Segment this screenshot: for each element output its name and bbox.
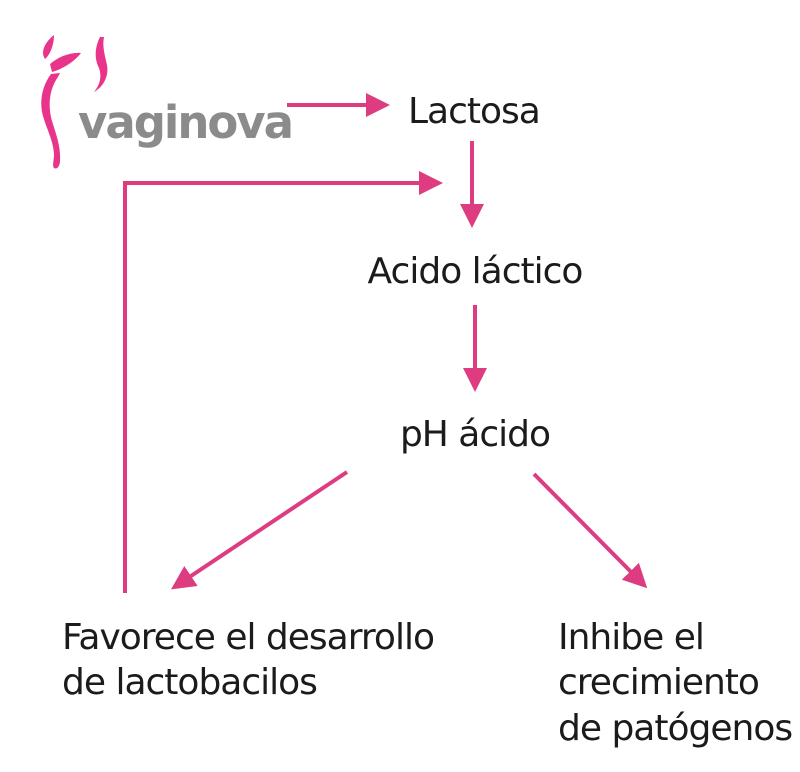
- node-favorece-line2: de lactobacilos: [62, 662, 318, 704]
- node-ph-acido: pH ácido: [399, 414, 551, 455]
- figure-head-stroke: [43, 35, 54, 59]
- node-inhibe-line2: crecimiento: [558, 662, 760, 704]
- arrow-ph-to-favorece: [171, 470, 349, 590]
- brand-wordmark: vaginova: [78, 96, 294, 149]
- figure-arm-stroke: [50, 52, 81, 72]
- node-acido-lactico: Acido láctico: [367, 251, 584, 292]
- node-favorece-line1: Favorece el desarrollo: [62, 617, 435, 658]
- node-favorece-lactobacilos: Favorece el desarrollo de lactobacilos: [62, 615, 435, 706]
- node-inhibe-line3: de patógenos: [558, 707, 793, 749]
- node-inhibe-patogenos: Inhibe el crecimiento de patógenos: [558, 615, 793, 751]
- female-figure-icon: [41, 35, 108, 169]
- node-inhibe-line1: Inhibe el: [558, 617, 705, 658]
- node-lactosa: Lactosa: [408, 91, 541, 132]
- arrow-ph-to-inhibe: [532, 472, 648, 589]
- figure-body-stroke: [41, 73, 61, 169]
- figure-side-stroke: [94, 37, 108, 92]
- feedback-line-lactobacilos-to-conversion: [123, 171, 443, 593]
